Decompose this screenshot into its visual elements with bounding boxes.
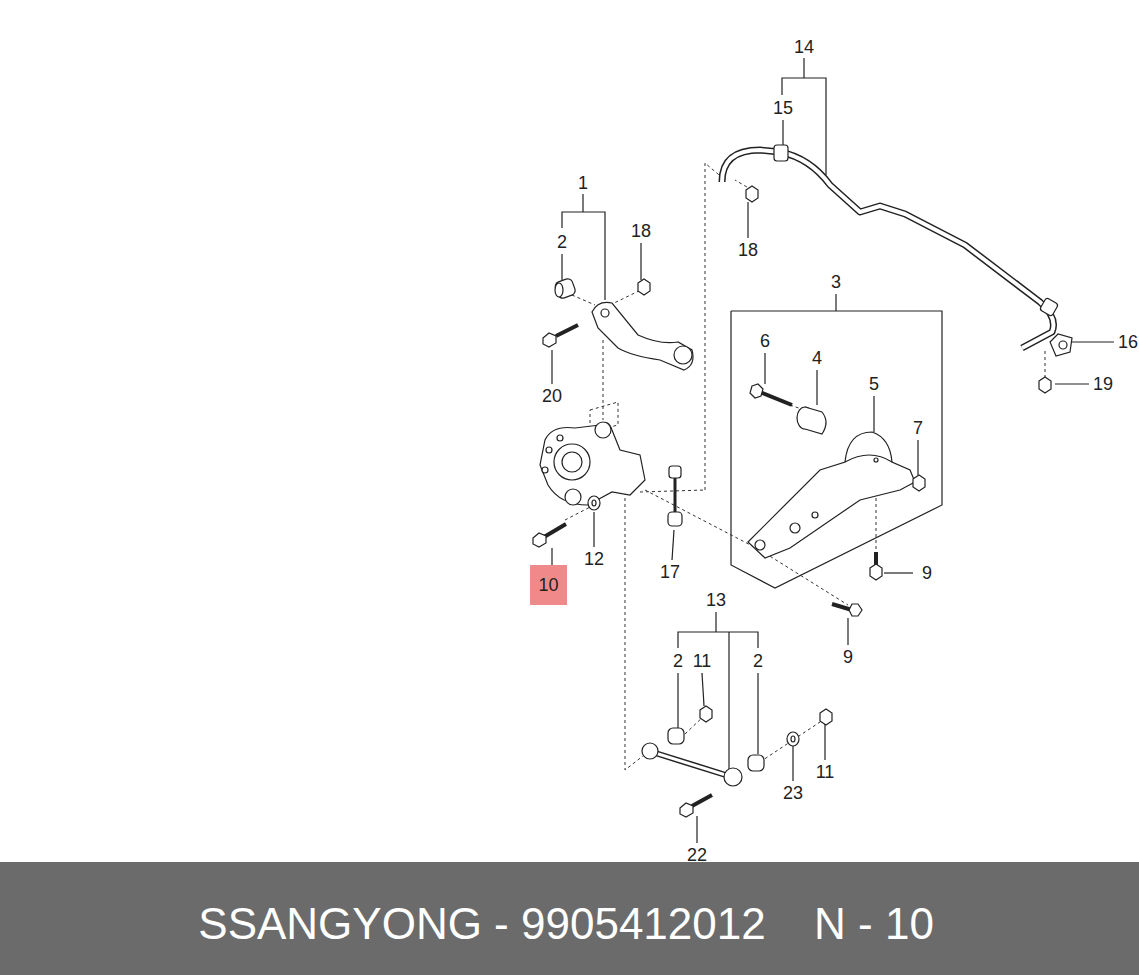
group-panel	[731, 311, 942, 588]
callout-number: 13	[706, 591, 726, 609]
highlight-box: 10	[530, 565, 567, 605]
group-bracket	[728, 632, 729, 778]
part-number-band: SSANGYONG - 9905412012 N - 10	[0, 862, 1139, 975]
part-number-text: N - 10	[814, 902, 934, 946]
part-number-text: SSANGYONG - 9905412012	[198, 902, 765, 946]
callout-number: 5	[869, 375, 879, 393]
callout-number: 17	[660, 563, 680, 581]
callout-number: 12	[584, 550, 604, 568]
callout-number: 9	[843, 648, 853, 666]
callout-number: 2	[753, 652, 763, 670]
callout-number: 4	[812, 349, 822, 367]
callout-number: 7	[913, 419, 923, 437]
callout-number: 2	[557, 233, 567, 251]
callout-number: 15	[773, 99, 793, 117]
group-bracket	[678, 632, 758, 648]
callout-number: 11	[816, 763, 835, 781]
callout-number: 20	[542, 387, 562, 405]
callout-number: 16	[1118, 333, 1138, 351]
callout-number: 11	[693, 652, 712, 670]
callout-number: 10	[538, 576, 558, 594]
callout-number: 9	[922, 564, 932, 582]
callout-number: 2	[673, 652, 683, 670]
leader-line	[715, 612, 716, 632]
leader-line	[835, 294, 836, 311]
callout-number: 19	[1093, 375, 1113, 393]
leader-line	[803, 58, 804, 78]
callout-number: 6	[760, 332, 770, 350]
callout-number: 3	[831, 273, 841, 291]
callout-number: 18	[631, 222, 651, 240]
callout-number: 14	[794, 38, 814, 56]
callout-number: 1	[578, 174, 588, 192]
callout-number: 18	[738, 241, 758, 259]
leader-line	[582, 194, 583, 212]
callout-number: 23	[783, 784, 803, 802]
